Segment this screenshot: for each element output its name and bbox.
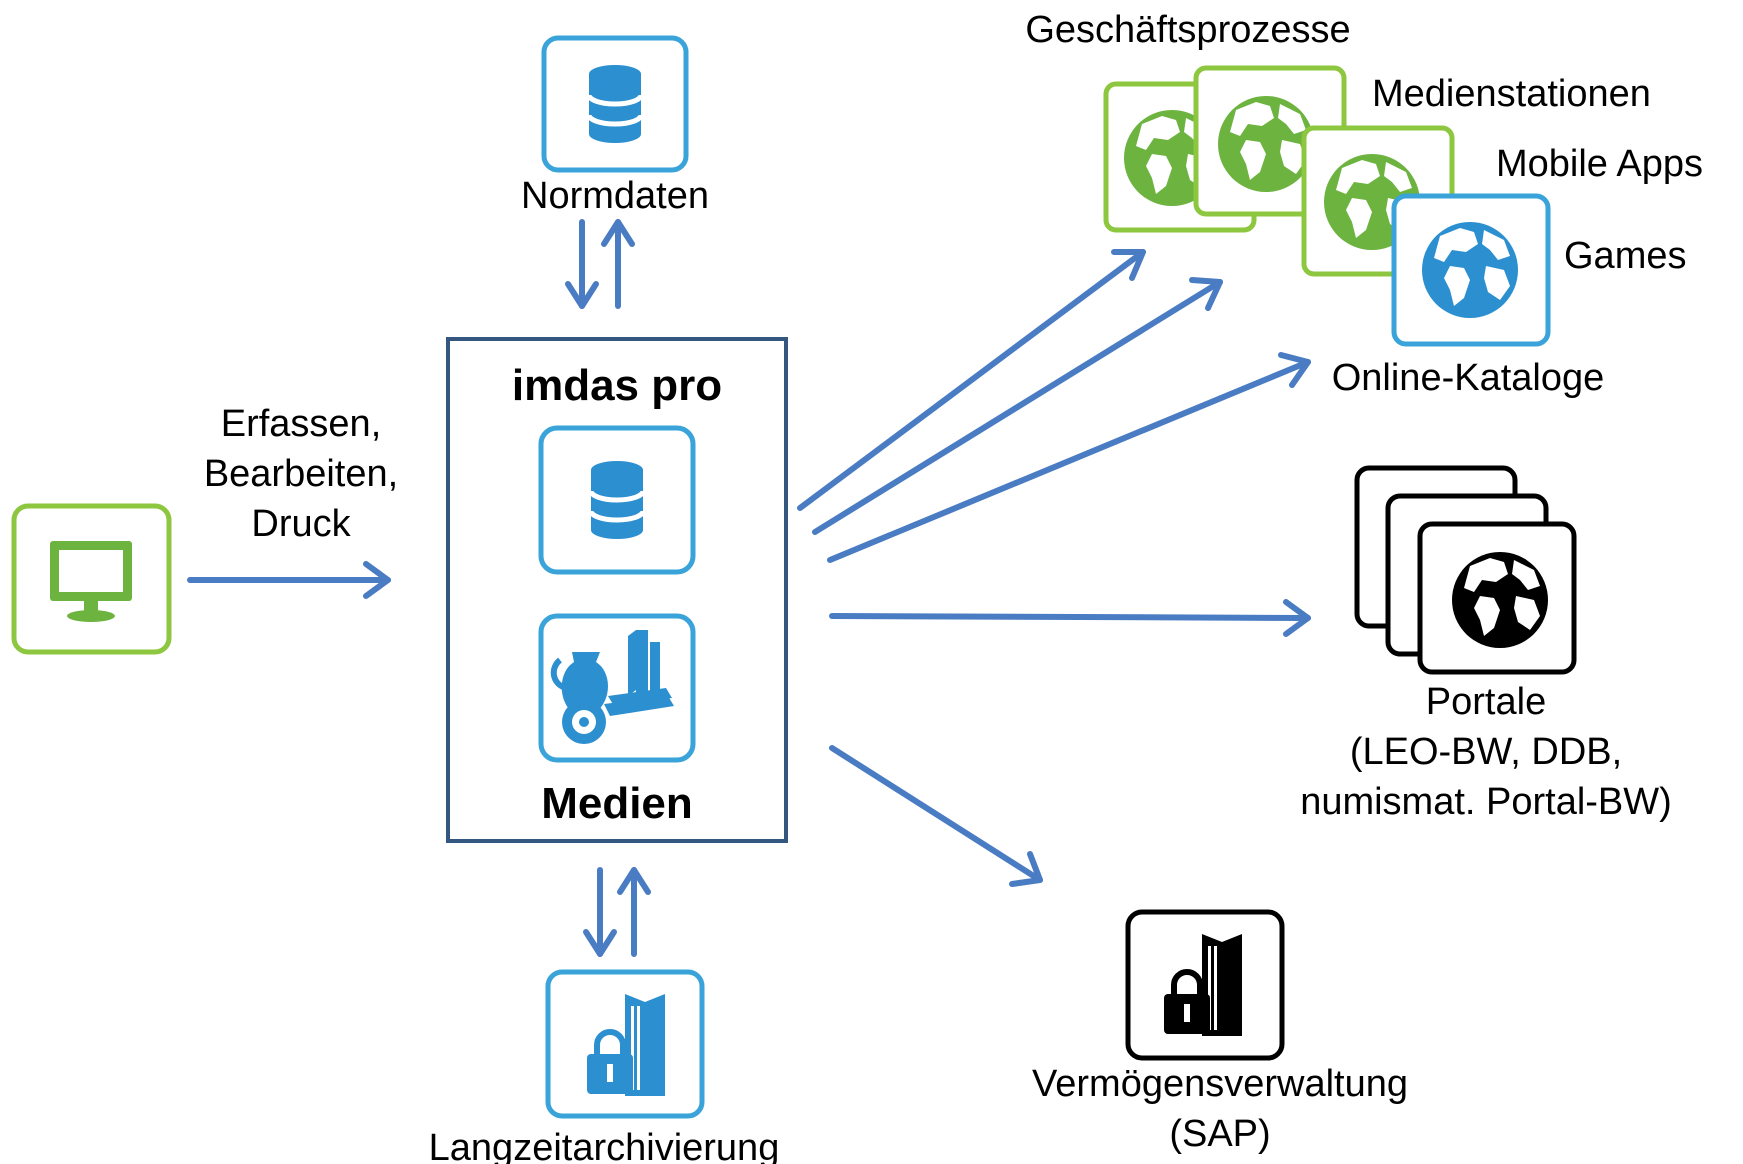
portale-label-line2: (LEO-BW, DDB,: [1350, 731, 1622, 773]
input-label-line2: Bearbeiten,: [204, 453, 398, 495]
core-title: imdas pro: [512, 361, 722, 410]
globe-icon: [1422, 222, 1518, 318]
core-box: imdas pro Medien: [446, 337, 788, 843]
monitor-icon: [50, 541, 132, 622]
mobile-apps-label: Mobile Apps: [1496, 143, 1703, 185]
verm-node: Vermögensverwaltung (SAP): [1032, 909, 1408, 1155]
online-kataloge-label: Online-Kataloge: [1332, 357, 1605, 399]
arrow-input-to-core: [187, 561, 391, 599]
core-frame: [446, 337, 788, 843]
portale-node: Portale (LEO-BW, DDB, numismat. Portal-B…: [1300, 465, 1672, 823]
core-medien-label: Medien: [541, 779, 693, 828]
arrow-core-to-normdaten: [601, 219, 635, 309]
online-services-node: Geschäftsprozesse Medienstationen Mobile…: [1025, 9, 1703, 399]
normdaten-label: Normdaten: [521, 175, 709, 217]
globe-icon: [1452, 552, 1548, 648]
input-label-line1: Erfassen,: [221, 403, 382, 445]
arrow-core-to-verm: [829, 745, 1043, 887]
verm-label-line1: Vermögensverwaltung: [1032, 1063, 1408, 1105]
arrow-core-to-portale: [829, 599, 1311, 637]
input-label-line3: Druck: [251, 503, 351, 545]
database-icon: [591, 461, 643, 539]
verm-label-line2: (SAP): [1169, 1113, 1270, 1155]
media-collection-icon: [550, 630, 674, 744]
portale-label-line1: Portale: [1426, 681, 1546, 723]
arrow-core-to-medienstationen: [812, 277, 1223, 535]
langzeit-label: Langzeitarchivierung: [429, 1127, 780, 1164]
medienstationen-label: Medienstationen: [1372, 73, 1651, 115]
arrow-core-to-geschaeftsprozesse: [797, 249, 1146, 511]
arrow-core-to-online-kataloge: [827, 352, 1311, 563]
arrow-normdaten-to-core: [565, 219, 599, 309]
globe-icon: [1218, 96, 1314, 192]
arrow-langzeit-to-core: [617, 867, 651, 957]
input-node: Erfassen, Bearbeiten, Druck: [11, 403, 398, 655]
arrows: [187, 219, 1311, 957]
games-label: Games: [1564, 235, 1686, 277]
portale-label-line3: numismat. Portal-BW): [1300, 781, 1672, 823]
normdaten-node: Normdaten: [521, 35, 709, 217]
arrow-core-to-langzeit: [583, 867, 617, 957]
database-icon: [589, 65, 641, 143]
geschaeftsprozesse-label: Geschäftsprozesse: [1025, 9, 1350, 51]
langzeit-node: Langzeitarchivierung: [429, 969, 780, 1164]
